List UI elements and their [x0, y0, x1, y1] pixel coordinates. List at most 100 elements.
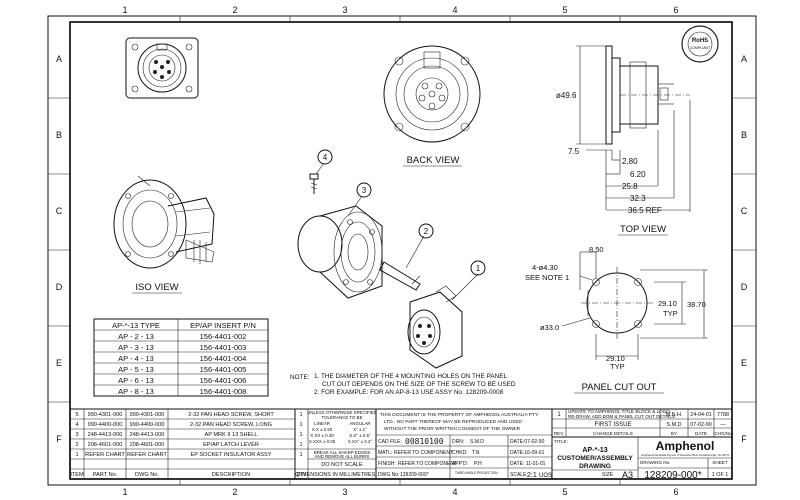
scale-label: SCALE: [510, 472, 528, 478]
insert-table-header: EP/AP INSERT P/N [190, 321, 256, 330]
drawing-no-label: DRAWING No. [640, 460, 670, 465]
bom-cell: EP/AP LATCH LEVER [203, 442, 259, 448]
drawing-no: 128209-000* [644, 470, 701, 481]
rev-header: REV. [554, 431, 564, 436]
balloon-2: 2 [424, 227, 429, 236]
col-label: 3 [342, 487, 347, 497]
row-label: E [741, 358, 747, 368]
inner-frame [69, 21, 733, 480]
col-label: 2 [232, 487, 237, 497]
company-logo: Amphenol [656, 439, 715, 453]
matl-label: MATL: [378, 450, 392, 456]
col-label: 5 [562, 5, 567, 15]
row-label: D [741, 282, 748, 292]
col-label: 6 [673, 487, 678, 497]
tolerance-ang-3: X.XX° ± 0.2° [348, 439, 373, 444]
note-line-1: 1. THE DIAMETER OF THE 4 MOUNTING HOLES … [314, 373, 507, 380]
rev-date: 24-04-01 [690, 412, 712, 418]
property-line-3: WITHOUT THE PRIOR WRITTEN CONSENT OF THE… [384, 426, 521, 432]
bom-cell: 5 [75, 412, 78, 418]
appd-label: APP'D: [452, 461, 468, 467]
bom-cell: 2-32 PAN HEAD SCREW, SHORT [188, 412, 274, 418]
changes-header: CHANGE DETAILS [593, 431, 633, 436]
exploded-assembly [297, 162, 479, 369]
dim-2-80: 2.80 [622, 157, 638, 166]
item-balloons: 1 2 3 4 [317, 149, 486, 276]
dim-29-10-v: 29.10 [658, 299, 677, 308]
column-labels: 1 2 3 4 5 6 1 2 3 4 5 6 [122, 5, 678, 497]
side-profile-drawing [576, 45, 691, 212]
bom-cell: 1 [299, 412, 302, 418]
bom-cell: 208-4601-000 [88, 442, 123, 448]
bom-cell: 1 [299, 452, 302, 458]
dim-holes: 4-ø4.30 [532, 263, 558, 272]
insert-table-cell: 156-4401-002 [200, 332, 247, 341]
iso-view-drawing [113, 175, 215, 269]
zone-ticks [48, 16, 756, 485]
property-line-1: THIS DOCUMENT IS THE PROPERTY OF AMPHENO… [380, 412, 539, 418]
tolerance-lin-3: X.XXX ± 0.05 [309, 439, 336, 444]
drn-value: S.M.D [470, 439, 484, 445]
bom-header: QTY [295, 472, 307, 478]
insert-table-cell: AP - 8 - 13 [118, 387, 154, 396]
rev-note-2: RE-DRAW, ADD BOM & PANEL CUT OUT DETAILS [568, 414, 675, 419]
dim-typ-h: TYP [610, 362, 625, 371]
bom-cell: AP MRK II 13 SHELL [204, 432, 257, 438]
revision-block: 1 UPDATE TO AMPHENOL TITLE BLOCK & LOGO,… [554, 409, 732, 436]
note-line-3: 2. FOR EXAMPLE: FOR AN AP-8-13 USE ASSY … [314, 389, 504, 396]
row-label: D [56, 282, 63, 292]
bom-cell: 990-4400-000 [88, 422, 123, 428]
tolerance-lin-2: X.XX ± 0.20 [310, 433, 334, 438]
dim-38-70: 38.70 [687, 300, 706, 309]
dim-6-20: 6.20 [630, 170, 646, 179]
dim-7-5: 7.5 [568, 147, 580, 156]
issue-date: 07-02-90 [690, 422, 712, 428]
do-not-scale: DO NOT SCALE [321, 462, 363, 468]
rohs-stamp: RoHS COMPLIANT [681, 25, 719, 63]
bom-cell: 1 [75, 452, 78, 458]
col-label: 1 [122, 5, 127, 15]
insert-table-cell: AP - 6 - 13 [118, 376, 154, 385]
row-label: C [56, 206, 63, 216]
tolerance-break-1: BREAK ALL SHARP EDGES [314, 450, 370, 455]
property-statement: THIS DOCUMENT IS THE PROPERTY OF AMPHENO… [380, 412, 539, 432]
finish-value: REFER TO COMPONENT [398, 461, 457, 467]
bom-cell: 2 [75, 442, 78, 448]
tolerance-title-2: TOLERANCE TO BE [322, 415, 363, 420]
tolerance-ang-2: X.X° ± 0.5° [349, 433, 371, 438]
bom-cell: 248-4413-000 [130, 432, 165, 438]
dim-32-3: 32.3 [630, 194, 646, 203]
title-block-lines [70, 408, 732, 479]
insert-table-header: AP-*-13 TYPE [112, 321, 160, 330]
dimensions-unit: DIMENSIONS IN MILLIMETRES [297, 472, 376, 478]
chkd-value: T.N [472, 450, 480, 456]
title-line-1: AP-*-13 [582, 445, 608, 454]
sheet-label: SHEET [712, 460, 728, 465]
balloon-4: 4 [323, 153, 328, 162]
insert-table-cell: 156-4401-006 [200, 376, 247, 385]
row-label: B [56, 130, 62, 140]
bom-cell: 1 [299, 442, 302, 448]
row-labels: A B C D E F A B C D E F [56, 54, 748, 444]
tolerance-linear: LINEAR [314, 421, 330, 426]
notes-label: NOTE: [290, 374, 310, 381]
bom-header: PART No. [93, 472, 118, 478]
tolerance-break-2: AND REMOVE ALL BURRS [315, 454, 370, 459]
tolerance-angular: ANGULAR [349, 421, 370, 426]
balloon-3: 3 [362, 186, 367, 195]
dim-cut-dia: ø33.0 [540, 323, 559, 332]
note-line-2: CUT OUT DEPENDS ON THE SIZE OF THE SCREW… [322, 381, 516, 388]
title-block: TITLE: AP-*-13 CUSTOMER/ASSEMBLY DRAWING… [554, 439, 729, 481]
matl-value: REFER TO COMPONENT [394, 450, 453, 456]
bom-cell: 990-4301-000 [88, 412, 123, 418]
scale-unit: UOS [539, 473, 552, 479]
issue-chg: — [720, 422, 726, 428]
bom-cell: 208-4601-000 [130, 442, 165, 448]
col-label: 2 [232, 5, 237, 15]
bom-cell: REFER CHART [127, 452, 167, 458]
row-label: F [741, 434, 747, 444]
col-label: 3 [342, 5, 347, 15]
insert-table-cell: AP - 4 - 13 [118, 354, 154, 363]
compliant-text: COMPLIANT [690, 46, 711, 50]
